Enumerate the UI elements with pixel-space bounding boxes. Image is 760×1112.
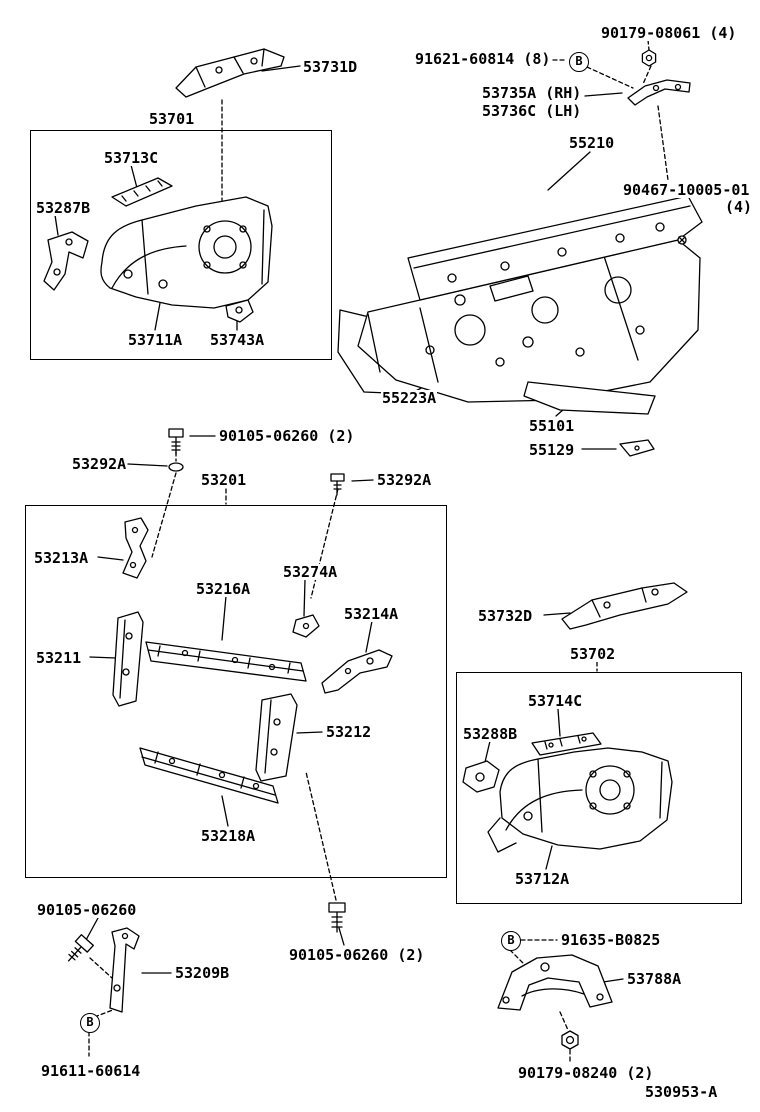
part-label-91621-60814: 91621-60814 (8) <box>414 50 552 68</box>
group-box-53702 <box>456 672 742 904</box>
bolt-90105-bottom-mid-icon <box>328 902 346 933</box>
part-55101-dash-panel <box>357 239 701 403</box>
part-53714c <box>531 732 602 756</box>
bolt-90105-top-icon <box>168 428 184 455</box>
part-55101-flange <box>523 381 656 415</box>
part-53211 <box>112 611 144 707</box>
part-53732d <box>561 582 688 630</box>
part-53743a <box>225 299 254 323</box>
part-label-53736c: 53736C (LH) <box>481 102 583 120</box>
nut-90179-08061-icon <box>641 49 657 67</box>
part-53731d <box>175 48 285 98</box>
part-label-53211: 53211 <box>35 649 83 667</box>
part-label-53214a: 53214A <box>343 605 400 623</box>
part-53788a <box>497 954 613 1011</box>
part-53287b <box>43 231 89 291</box>
part-label-55129: 55129 <box>528 441 576 459</box>
group-box-53201 <box>25 505 447 878</box>
part-53713c <box>111 177 173 207</box>
part-label-53216a: 53216A <box>195 580 252 598</box>
part-label-91635-b0825: 91635-B0825 <box>560 931 662 949</box>
part-label-53287b: 53287B <box>35 199 92 217</box>
part-label-55210: 55210 <box>568 134 616 152</box>
part-label-53712a: 53712A <box>514 870 571 888</box>
part-label-53714c: 53714C <box>527 692 584 710</box>
part-53218a <box>139 747 279 804</box>
part-label-90179-08240: 90179-08240 (2) <box>517 1064 655 1082</box>
part-label-53702: 53702 <box>569 645 617 663</box>
part-55210-cowl-top <box>407 195 703 301</box>
leader-lines <box>54 65 683 983</box>
part-53711a <box>100 196 273 309</box>
part-label-53732d: 53732D <box>477 607 534 625</box>
clip-53292a-icon <box>168 462 184 472</box>
part-53216a <box>145 641 307 682</box>
part-53209b <box>109 927 140 1013</box>
connector-b-marker-bottom-left: B <box>80 1013 100 1033</box>
part-label-53292a-left: 53292A <box>71 455 128 473</box>
part-label-53213a: 53213A <box>33 549 90 567</box>
part-label-90105-06260-top: 90105-06260 (2) <box>218 427 356 445</box>
part-label-90467-qty: (4) <box>724 198 754 216</box>
part-label-53292a-right: 53292A <box>376 471 433 489</box>
part-label-90467-10005-01: 90467-10005-01 <box>622 181 751 199</box>
part-label-53288b: 53288B <box>462 725 519 743</box>
part-53735a <box>627 79 691 106</box>
part-53213a <box>122 517 149 579</box>
part-label-53218a: 53218A <box>200 827 257 845</box>
connector-b-marker-bottom-right: B <box>501 931 521 951</box>
part-53288b <box>462 760 500 793</box>
part-label-53713c: 53713C <box>103 149 160 167</box>
part-label-53731d: 53731D <box>302 58 359 76</box>
part-label-90105-06260-bottom-left: 90105-06260 <box>36 901 138 919</box>
part-label-53209b: 53209B <box>174 964 231 982</box>
part-label-53788a: 53788A <box>626 970 683 988</box>
part-label-53701: 53701 <box>148 110 196 128</box>
connector-b-marker-top: B <box>569 52 589 72</box>
part-label-53735a: 53735A (RH) <box>481 84 583 102</box>
screw-90467-icon <box>677 235 687 245</box>
group-box-53701 <box>30 130 332 360</box>
part-label-53274a: 53274A <box>282 563 339 581</box>
part-label-53201: 53201 <box>200 471 248 489</box>
part-label-91611-60614: 91611-60614 <box>40 1062 142 1080</box>
part-53212 <box>255 693 298 782</box>
part-label-53212: 53212 <box>325 723 373 741</box>
part-label-55223a: 55223A <box>381 389 438 407</box>
part-label-90179-08061: 90179-08061 (4) <box>600 24 738 42</box>
bolt-90105-bottom-left-icon <box>67 934 94 962</box>
part-label-53743a: 53743A <box>209 331 266 349</box>
diagram-id: 530953-A <box>645 1083 718 1101</box>
part-label-90105-06260-bottom-mid: 90105-06260 (2) <box>288 946 426 964</box>
nut-90179-08240-icon <box>561 1030 579 1050</box>
part-53712a <box>487 747 673 853</box>
part-53214a <box>321 649 393 694</box>
bolt-53292a-right-icon <box>330 473 345 496</box>
part-55129 <box>619 439 655 457</box>
part-53274a <box>292 614 320 638</box>
part-label-55101: 55101 <box>528 417 576 435</box>
part-label-53711a: 53711A <box>127 331 184 349</box>
